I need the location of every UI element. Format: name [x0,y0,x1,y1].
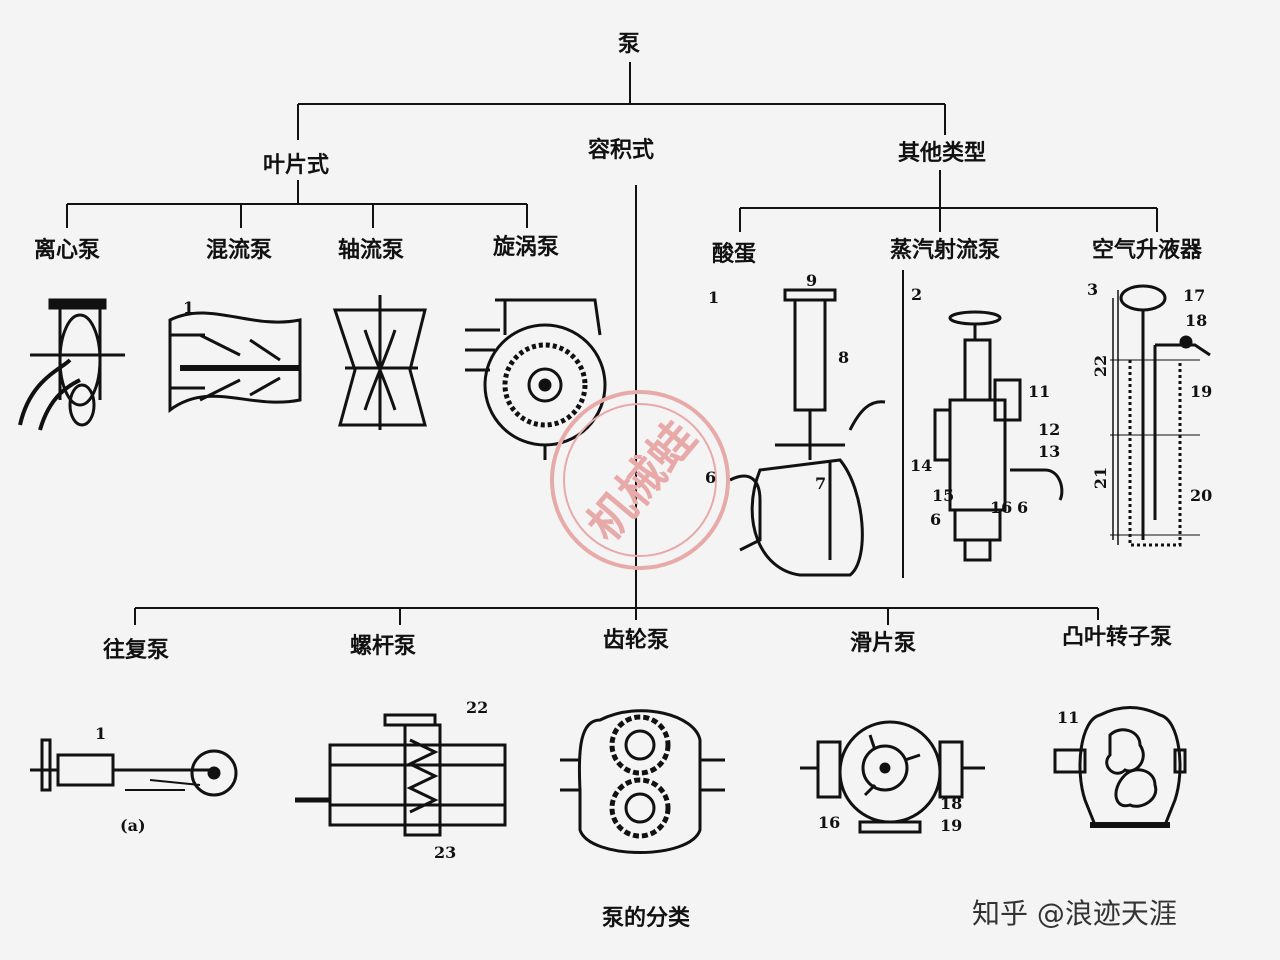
zhihu-watermark: 知乎 @浪迹天涯 [972,897,1177,930]
positive-type-gear: 齿轮泵 [603,628,670,653]
part-number: 12 [1038,420,1061,439]
part-number: 11 [1028,382,1051,401]
stamp-text: 机械蛙 [576,411,706,551]
part-number: 22 [1091,354,1111,378]
mixed-flow-pump-drawing [168,311,302,413]
acid-egg-drawing [729,288,886,577]
part-number: 23 [434,843,457,862]
root-label: 泵 [618,32,641,57]
reciprocating-pump-drawing [30,738,238,797]
air-lift-drawing [1110,284,1211,547]
part-number: 3 [1087,280,1099,299]
part-number: 20 [1190,486,1213,505]
part-number: 22 [466,698,489,717]
category-positive: 容积式 [588,138,655,163]
vane-type-centrifugal: 离心泵 [34,238,101,263]
part-number: 9 [806,271,818,290]
part-number: 1 [183,298,195,317]
sub-label-a: (a) [120,816,146,835]
vortex-pump-drawing [465,298,607,460]
part-number: 6 [930,510,942,529]
part-number: 1 [95,724,107,743]
part-number: 2 [911,285,923,304]
part-number: 6 [705,468,717,487]
part-number: 14 [910,456,933,475]
category-other: 其他类型 [898,141,987,166]
part-number: 6 [1017,498,1029,517]
part-number: 13 [1038,442,1061,461]
part-number: 1 [708,288,720,307]
part-number: 11 [1057,708,1080,727]
tree-lines [66,62,1158,625]
lobe-pump-drawing [1053,706,1187,828]
positive-type-reciprocating: 往复泵 [103,638,170,663]
part-number: 19 [1190,382,1213,401]
steam-jet-pump-drawing [933,310,1064,562]
part-number: 18 [1185,311,1208,330]
part-number: 17 [1183,286,1206,305]
category-vane: 叶片式 [263,153,330,178]
figure-caption: 泵的分类 [602,906,691,931]
screw-pump-drawing [295,713,507,837]
part-number: 7 [815,474,827,493]
vane-type-mixed: 混流泵 [206,238,273,263]
other-type-acid-egg: 酸蛋 [712,242,757,267]
part-number: 16 [990,498,1013,517]
part-number: 8 [838,348,850,367]
axial-flow-pump-drawing [332,295,427,430]
part-number: 16 [818,813,841,832]
vane-type-vortex: 旋涡泵 [493,235,560,260]
part-number: 18 [940,794,963,813]
other-type-air-lift: 空气升液器 [1092,238,1203,263]
sliding-vane-pump-drawing [800,720,985,834]
gear-pump-drawing [560,709,725,854]
positive-type-lobe: 凸叶转子泵 [1062,625,1173,650]
vane-type-axial: 轴流泵 [338,238,405,263]
part-number: 21 [1091,466,1111,490]
centrifugal-pump-drawing [18,298,125,431]
positive-type-screw: 螺杆泵 [350,634,417,659]
stamp-watermark: 机械蛙 [550,390,730,570]
part-number: 15 [932,486,955,505]
part-number: 19 [940,816,963,835]
positive-type-sliding-vane: 滑片泵 [850,631,917,656]
other-type-steam-jet: 蒸汽射流泵 [890,238,1001,263]
